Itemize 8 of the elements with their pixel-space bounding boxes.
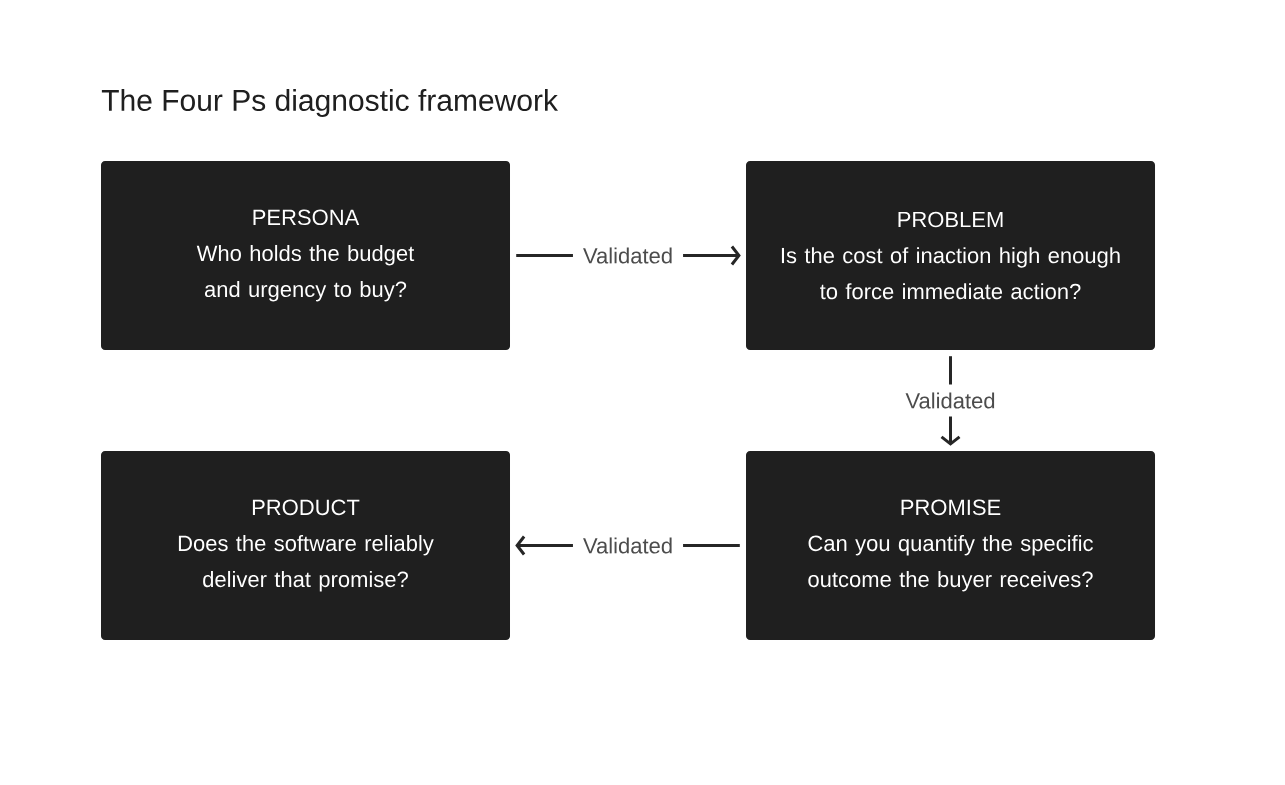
- title: The Four Ps diagnostic framework: [101, 89, 558, 117]
- process-box: PRODUCT Does the software reliably deliver that promise?: [101, 451, 510, 640]
- process-box: PROBLEM Is the cost of inaction high enough to force immediate action?: [746, 161, 1155, 350]
- edge-label: Validated: [572, 529, 684, 562]
- process-box: PROMISE Can you quantify the specific outcome the buyer receives?: [746, 451, 1155, 640]
- process-box: PERSONA Who holds the budget and urgency to buy?: [101, 161, 510, 350]
- edge-label: Validated: [895, 384, 1006, 417]
- edge-label: Validated: [572, 239, 684, 272]
